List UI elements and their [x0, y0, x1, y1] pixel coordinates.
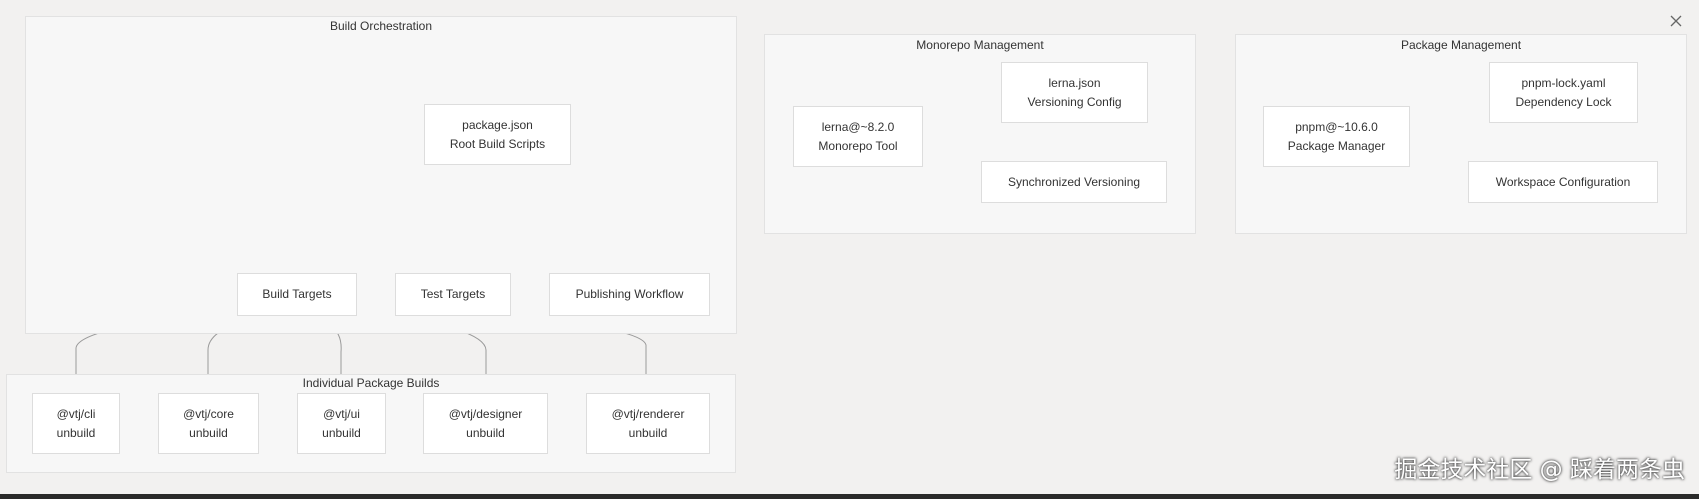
node-workspace-configuration: Workspace Configuration	[1468, 161, 1658, 203]
node-label: @vtj/cli	[56, 406, 96, 421]
cluster-title: Package Management	[1400, 38, 1522, 52]
node-sublabel: unbuild	[189, 425, 228, 440]
node-label: Build Targets	[262, 287, 332, 301]
node-synchronized-versioning: Synchronized Versioning	[981, 161, 1167, 203]
node-sublabel: Versioning Config	[1027, 94, 1122, 109]
node-label: @vtj/ui	[323, 406, 360, 421]
close-button[interactable]	[1666, 11, 1686, 31]
node-vtj-ui: @vtj/ui unbuild	[297, 393, 386, 454]
node-sublabel: unbuild	[56, 425, 96, 440]
node-label: pnpm-lock.yaml	[1521, 75, 1606, 90]
node-publishing-workflow: Publishing Workflow	[549, 273, 710, 316]
node-pnpm: pnpm@~10.6.0 Package Manager	[1263, 106, 1410, 167]
node-sublabel: unbuild	[322, 425, 361, 440]
node-label: Test Targets	[420, 287, 486, 301]
node-label: @vtj/renderer	[611, 406, 685, 421]
node-vtj-core: @vtj/core unbuild	[158, 393, 259, 454]
node-label: lerna@~8.2.0	[821, 119, 895, 134]
node-lerna-json: lerna.json Versioning Config	[1001, 62, 1148, 123]
node-build-targets: Build Targets	[237, 273, 357, 316]
node-lerna: lerna@~8.2.0 Monorepo Tool	[793, 106, 923, 167]
node-sublabel: Root Build Scripts	[449, 136, 546, 151]
node-label: package.json	[462, 117, 533, 132]
node-label: @vtj/core	[183, 406, 234, 421]
node-vtj-designer: @vtj/designer unbuild	[423, 393, 548, 454]
cluster-title: Build Orchestration	[329, 19, 433, 33]
node-label: @vtj/designer	[448, 406, 523, 421]
node-sublabel: Package Manager	[1287, 138, 1386, 153]
node-label: Publishing Workflow	[575, 287, 684, 301]
node-sublabel: Dependency Lock	[1515, 94, 1612, 109]
node-sublabel: Monorepo Tool	[818, 138, 898, 153]
node-vtj-renderer: @vtj/renderer unbuild	[586, 393, 710, 454]
node-test-targets: Test Targets	[395, 273, 511, 316]
node-pnpm-lock: pnpm-lock.yaml Dependency Lock	[1489, 62, 1638, 123]
node-label: pnpm@~10.6.0	[1295, 119, 1378, 134]
node-package-json: package.json Root Build Scripts	[424, 104, 571, 165]
cluster-title: Individual Package Builds	[302, 376, 440, 390]
bottom-bar	[0, 494, 1699, 499]
node-label: Workspace Configuration	[1495, 174, 1631, 189]
node-label: Synchronized Versioning	[1007, 174, 1141, 189]
node-sublabel: unbuild	[628, 425, 668, 440]
node-vtj-cli: @vtj/cli unbuild	[32, 393, 120, 454]
close-icon	[1670, 15, 1682, 27]
node-label: lerna.json	[1048, 75, 1101, 90]
watermark: 掘金技术社区 @ 踩着两条虫	[1394, 457, 1685, 483]
cluster-title: Monorepo Management	[916, 38, 1044, 52]
node-sublabel: unbuild	[466, 425, 505, 440]
